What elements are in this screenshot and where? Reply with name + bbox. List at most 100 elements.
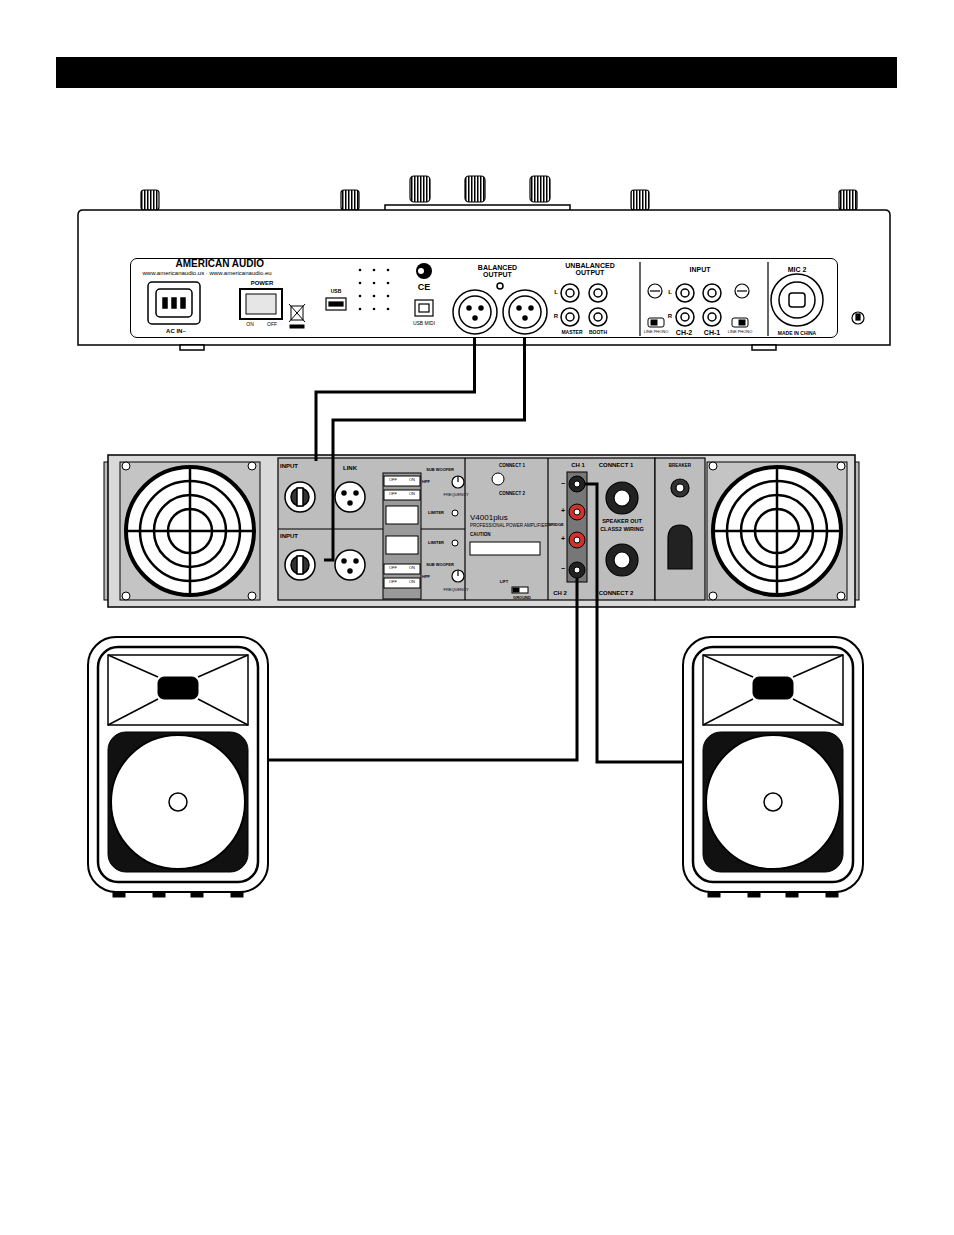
vent-dots [373, 282, 376, 285]
lock-slot [852, 312, 864, 324]
node-text: PROFESSIONAL POWER AMPLIFIER [470, 524, 548, 529]
breaker [676, 484, 684, 492]
node-heading: AMERICAN AUDIO [176, 259, 265, 269]
amplifier-rear-plate [278, 528, 465, 529]
panel-label: CONNECT 1 [599, 462, 634, 468]
panel-label: USB MIDI [413, 321, 435, 326]
vent-dots [359, 282, 362, 285]
usb-port [326, 298, 346, 310]
xlr-input-jack [291, 556, 309, 574]
speaker-terminal [569, 476, 585, 492]
lock-slot [852, 312, 864, 324]
rca-jack [561, 284, 579, 302]
speaker-cabinet [693, 647, 853, 882]
xlr-output-jack [453, 290, 497, 334]
node-heading: INPUT [280, 463, 298, 469]
node-heading: BALANCED OUTPUT [470, 264, 526, 278]
link-jack [335, 482, 365, 512]
rca-jack [561, 284, 721, 326]
ac-socket [156, 289, 192, 317]
panel-label: MASTER [561, 330, 582, 335]
rca-jack [681, 313, 689, 321]
amplifier-rear-plate [278, 458, 705, 600]
xlr-output-jack [467, 306, 471, 310]
speaker-cabinet [683, 637, 863, 897]
node-text: www.americanaudio.us · www.americanaudio… [143, 270, 272, 276]
amplifier-body [120, 462, 260, 600]
fan-grille [713, 530, 841, 533]
speaker-cabinet [88, 637, 268, 897]
speakon-jack [614, 552, 630, 568]
ac-socket [181, 298, 185, 308]
panel-label: BREAKER [669, 464, 691, 469]
line-phono-switch [648, 318, 748, 327]
amplifier-rear-plate [464, 458, 465, 600]
xlr-output-jack [509, 296, 541, 328]
panel-label: ON [409, 492, 415, 496]
usb-midi-port [415, 300, 433, 316]
panel-label: CH 1 [571, 462, 585, 468]
xlr-input-jack [297, 556, 303, 574]
panel-label: BRIDGE [548, 523, 564, 527]
mixer-body [180, 345, 204, 350]
panel-label: SUB WOOFER [426, 468, 454, 472]
speaker-cabinet [793, 655, 843, 677]
panel-label: FREQUENCY [443, 493, 468, 497]
pct-logo [416, 263, 432, 279]
usb-port [326, 298, 346, 310]
lock-slot [856, 314, 860, 320]
panel-label: INPUT [690, 266, 711, 273]
link-jack [348, 501, 352, 505]
panel-label: L [554, 289, 558, 295]
frequency-knob [457, 476, 458, 482]
dip-switch [386, 536, 418, 554]
recycle-bin-icon [289, 304, 305, 328]
speaker-cabinet [158, 677, 198, 699]
panel-label: CLASS2 WIRING [600, 527, 644, 533]
xlr-input-jack [285, 550, 315, 580]
dip-switch [386, 506, 418, 524]
panel-label: OFF [389, 478, 397, 482]
speaker-terminal [574, 567, 580, 573]
power-switch [240, 289, 282, 319]
panel-label: OFF [389, 566, 397, 570]
screw [837, 592, 845, 600]
mixer-knob [530, 176, 550, 202]
panel-label: SUB WOOFER [426, 563, 454, 567]
panel-label: L [668, 289, 672, 295]
mixer-knob [631, 190, 649, 210]
info-plate [513, 588, 519, 592]
rca-jack [708, 289, 716, 297]
mixer-body [752, 345, 776, 350]
xlr-output-jack [517, 306, 521, 310]
panel-label: ON [409, 566, 415, 570]
breaker [668, 479, 692, 569]
panel-label: LIMITER [428, 511, 444, 515]
speakon-jack [614, 490, 630, 506]
output-group: BALANCED OUTPUT [446, 262, 550, 338]
rca-jack [566, 289, 574, 297]
usb-midi-port [419, 304, 429, 312]
link-jack [335, 550, 365, 580]
info-plate [470, 542, 540, 555]
info-plate [470, 473, 540, 593]
vent-dots [387, 295, 390, 298]
mixer-knob [410, 176, 430, 202]
speaker-wire [268, 484, 683, 762]
ground-post [735, 284, 749, 298]
line-phono-switch [648, 318, 664, 327]
dip-switch [384, 490, 420, 500]
speaker-terminal [569, 532, 585, 548]
speaker-cabinet [793, 699, 843, 725]
link-jack [348, 569, 352, 573]
rca-jack [589, 308, 607, 326]
usb-port [329, 302, 343, 306]
dip-switch [384, 578, 420, 588]
fan-grille [126, 530, 254, 533]
rca-jack [561, 308, 579, 326]
node-heading: V4001plus [470, 514, 508, 522]
link-jack [342, 491, 346, 495]
node-heading: INPUT [280, 533, 298, 539]
speaker-cabinet [169, 793, 187, 811]
speaker-cabinet [703, 732, 843, 872]
